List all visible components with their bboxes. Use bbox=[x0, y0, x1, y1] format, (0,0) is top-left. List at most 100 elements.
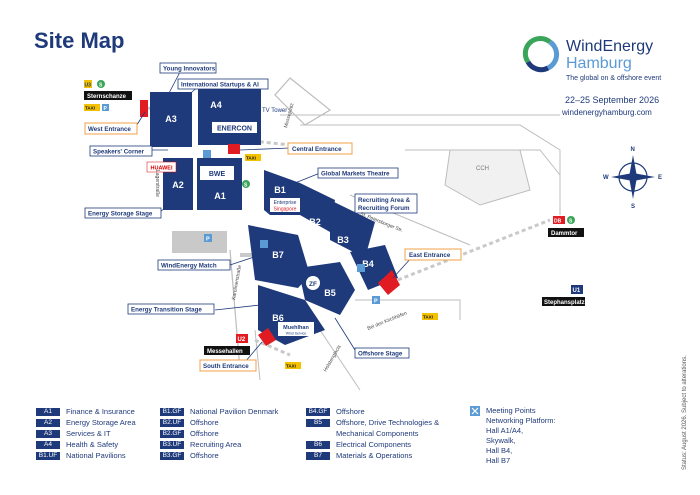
station-sternschanze: Sternschanze bbox=[87, 94, 127, 100]
meeting-line: Hall B7 bbox=[486, 456, 511, 465]
legend-item: B2.GF Offshore bbox=[160, 428, 278, 439]
legend-label: Offshore bbox=[190, 429, 219, 438]
hall-label-b3: B3 bbox=[337, 235, 349, 245]
event-url[interactable]: windenergyhamburg.com bbox=[562, 108, 652, 117]
station-stephansplatz: Stephansplatz bbox=[544, 300, 585, 306]
central-entrance-marker[interactable] bbox=[228, 144, 240, 154]
meeting-title: Meeting Points bbox=[486, 406, 536, 415]
meeting-point-icon bbox=[260, 240, 268, 248]
callout-speakers-corner: Speakers' Corner bbox=[93, 149, 145, 156]
legend-label: Energy Storage Area bbox=[66, 418, 136, 427]
legend-item: B2.UF Offshore bbox=[160, 417, 278, 428]
hall-label-b7: B7 bbox=[272, 250, 284, 260]
legend-label: Materials & Operations bbox=[336, 451, 413, 460]
taxi-central: TAXI bbox=[246, 156, 256, 161]
badge-s-dammtor: S bbox=[569, 219, 573, 225]
street-lagerstr: Lagerstraße bbox=[154, 170, 160, 197]
callout-windenergy-match: WindEnergy Match bbox=[161, 263, 217, 270]
meeting-point-icon bbox=[357, 264, 365, 272]
legend-label: National Pavilions bbox=[66, 451, 126, 460]
callout-global-markets: Global Markets Theatre bbox=[321, 171, 390, 178]
compass-s: S bbox=[631, 204, 635, 210]
hall-label-b5: B5 bbox=[324, 288, 336, 298]
badge-u2: U2 bbox=[238, 337, 246, 343]
event-dates: 22–25 September 2026 bbox=[565, 95, 660, 105]
callout-central-entrance: Central Entrance bbox=[292, 146, 342, 153]
taxi-east: TAXI bbox=[423, 315, 433, 320]
legend-label: Offshore bbox=[190, 451, 219, 460]
label-tv-tower: TV Tower bbox=[262, 108, 287, 114]
meeting-point-icon bbox=[470, 406, 480, 416]
parking-west: P bbox=[104, 106, 108, 112]
badge-u3: U3 bbox=[85, 83, 92, 89]
legend-code: B3.GF bbox=[160, 451, 184, 460]
legend-label: Services & IT bbox=[66, 429, 111, 438]
hall-a3[interactable] bbox=[150, 92, 192, 147]
brand-name-line2: Hamburg bbox=[566, 55, 632, 72]
hall-label-a1: A1 bbox=[214, 191, 226, 201]
muehlhan-sign: Muehlhan bbox=[283, 325, 309, 331]
callout-recruiting-2: Recruiting Forum bbox=[358, 205, 410, 212]
enterprise-sign: Enterprise bbox=[274, 200, 297, 206]
meeting-line: Skywalk, bbox=[486, 436, 516, 445]
taxi-west: TAXI bbox=[85, 106, 95, 111]
legend-label: Offshore bbox=[190, 418, 219, 427]
label-cch: CCH bbox=[476, 166, 489, 172]
legend-label: Offshore bbox=[336, 407, 365, 416]
legend-item: A3 Services & IT bbox=[36, 428, 136, 439]
parking-east: P bbox=[374, 299, 378, 305]
legend-label: Finance & Insurance bbox=[66, 407, 135, 416]
legend-label: National Pavilion Denmark bbox=[190, 407, 279, 416]
meeting-point-markers bbox=[203, 150, 365, 272]
singapore-sign: Singapore bbox=[274, 207, 297, 213]
hall-signs: ENERCON BWE HUAWEI Enterprise Singapore … bbox=[146, 122, 320, 336]
parking-central: P bbox=[206, 237, 210, 243]
legend-label: Recruiting Area bbox=[190, 440, 242, 449]
west-entrance-marker[interactable] bbox=[140, 100, 148, 117]
hall-label-b2: B2 bbox=[309, 217, 321, 227]
legend-code: B1.GF bbox=[160, 407, 184, 416]
hall-b2[interactable] bbox=[300, 183, 335, 232]
badge-s-a1: S bbox=[244, 183, 248, 189]
legend-code: A3 bbox=[36, 429, 60, 438]
bwe-sign: BWE bbox=[209, 171, 226, 178]
meeting-line: Networking Platform: bbox=[486, 416, 556, 425]
hall-b3[interactable] bbox=[330, 200, 375, 258]
compass-e: E bbox=[658, 175, 662, 181]
page-title: Site Map bbox=[34, 28, 125, 53]
hall-label-a2: A2 bbox=[172, 180, 184, 190]
transit: U3 S Sternschanze TAXI P U2 Messehallen … bbox=[84, 80, 585, 369]
south-entrance-marker[interactable] bbox=[258, 328, 276, 346]
legend-code: A2 bbox=[36, 418, 60, 427]
legend-code: B1.UF bbox=[36, 451, 60, 460]
hall-labels: A3 A4 A2 A1 B1 B2 B3 B4 B7 B5 B6 bbox=[165, 100, 374, 323]
meeting-point-icon bbox=[203, 150, 211, 158]
callouts: Young Innovators International Startups … bbox=[84, 62, 462, 372]
meeting-line: Hall B4, bbox=[486, 446, 513, 455]
compass-n: N bbox=[631, 147, 635, 153]
callout-recruiting-1: Recruiting Area & bbox=[358, 197, 411, 204]
hall-a4[interactable] bbox=[198, 88, 261, 145]
station-dammtor: Dammtor bbox=[551, 231, 578, 237]
callout-young-innovators: Young Innovators bbox=[163, 66, 216, 73]
hall-a1[interactable] bbox=[197, 158, 242, 210]
legend-label: Electrical Components bbox=[336, 440, 412, 449]
legend-code: B5 bbox=[306, 418, 330, 427]
callout-east-entrance: East Entrance bbox=[409, 252, 451, 259]
legend-item-continued: Mechanical Components bbox=[306, 428, 439, 439]
legend-code: B2.UF bbox=[160, 418, 184, 427]
station-messehallen: Messehallen bbox=[207, 349, 243, 355]
legend-code: B2.GF bbox=[160, 429, 184, 438]
hall-label-a3: A3 bbox=[165, 114, 177, 124]
legend-label: Mechanical Components bbox=[336, 429, 419, 438]
callout-energy-storage-stage: Energy Storage Stage bbox=[88, 211, 153, 218]
badge-db: DB bbox=[554, 219, 562, 225]
hall-b5[interactable] bbox=[298, 262, 355, 315]
status-note: Status: August 2026. Subject to alterati… bbox=[682, 355, 688, 470]
